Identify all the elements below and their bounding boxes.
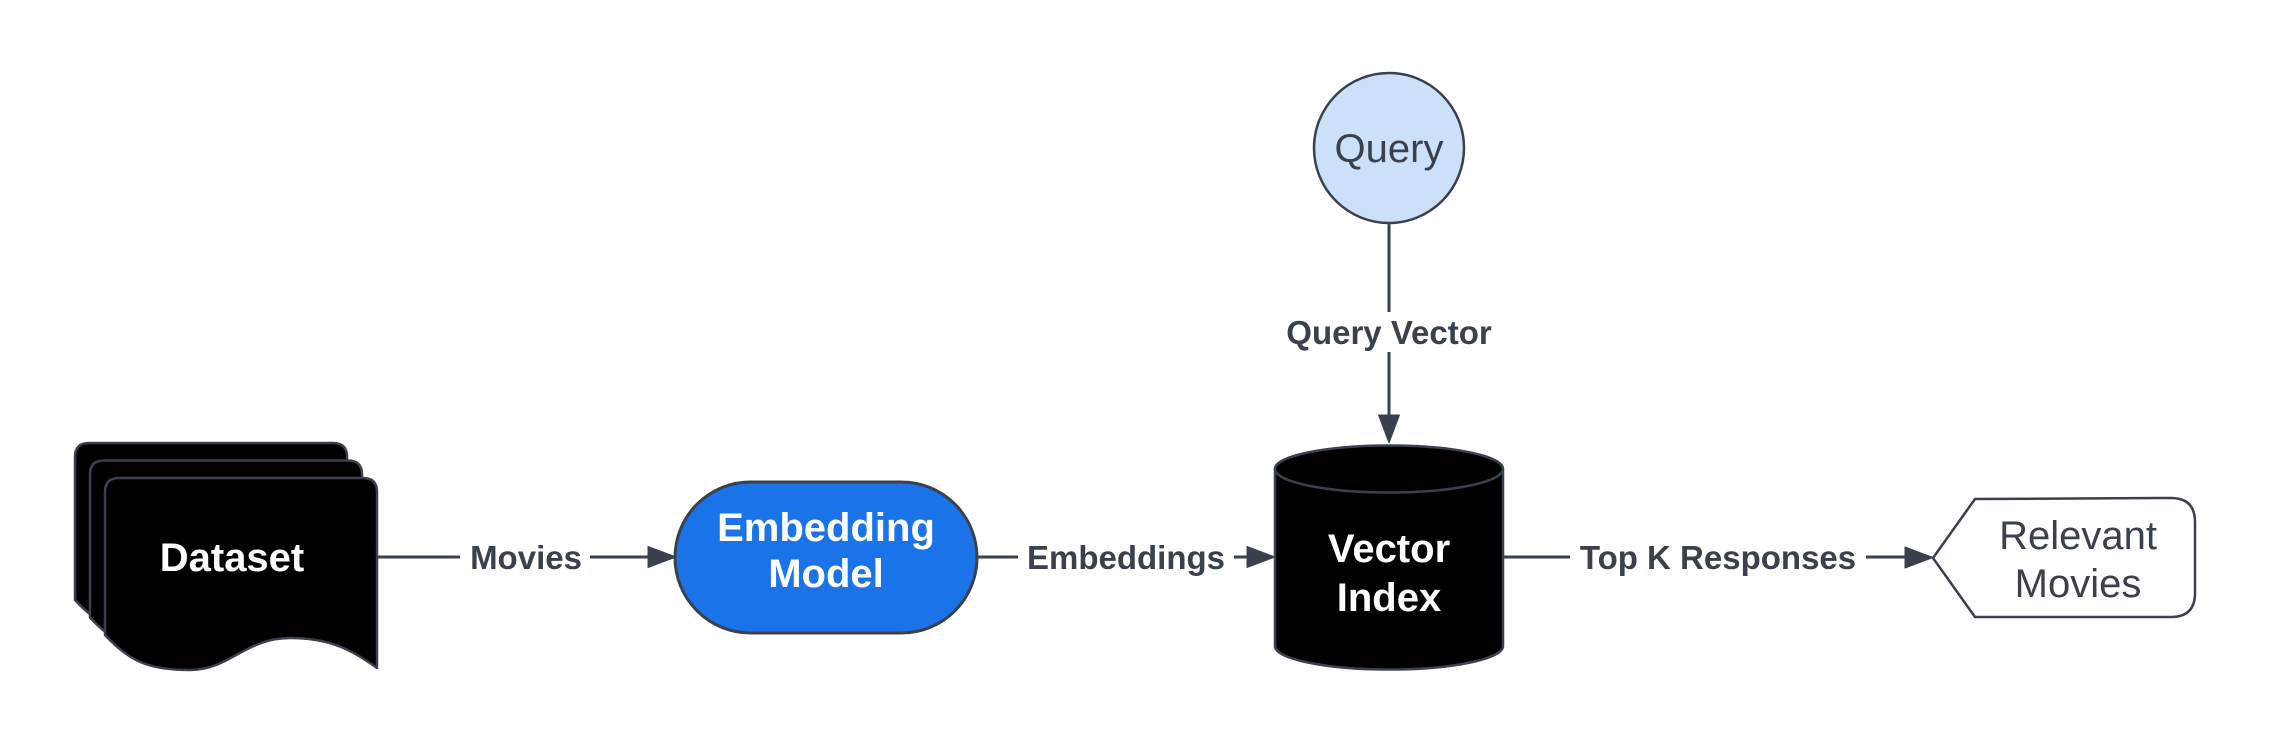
embedding-model-label-line2: Model [768, 552, 884, 596]
embedding-model-node: Embedding Model [673, 480, 979, 635]
movies-arrowhead-icon [647, 546, 677, 568]
relevant-movies-node: Relevant Movies [1931, 496, 2197, 619]
top-k-arrowhead-icon [1904, 546, 1934, 569]
query-node: Query [1312, 71, 1466, 225]
diagram-root: Dataset Movies Embedding Model Embedding… [73, 71, 2197, 672]
embeddings-edge-label: Embeddings [1027, 539, 1225, 576]
vector-index-cylinder-top-rim [1273, 468, 1505, 494]
vector-index-node: Vector Index [1273, 444, 1505, 671]
query-vector-arrowhead-icon [1378, 414, 1400, 444]
dataset-doc-front [103, 476, 379, 672]
movies-edge: Movies [377, 539, 677, 576]
query-vector-edge: Query Vector [1286, 223, 1492, 444]
vector-index-cylinder-body [1273, 444, 1505, 671]
embedding-model-label-line1: Embedding [717, 506, 935, 550]
relevant-movies-shape [1931, 496, 2197, 619]
relevant-movies-label-line2: Movies [2015, 562, 2142, 606]
dataset-label: Dataset [160, 536, 305, 580]
top-k-edge: Top K Responses [1503, 539, 1934, 576]
embeddings-edge: Embeddings [977, 539, 1276, 576]
vector-index-label-line1: Vector [1328, 527, 1450, 571]
top-k-edge-label: Top K Responses [1580, 539, 1856, 576]
dataset-node: Dataset [73, 441, 379, 672]
embeddings-arrowhead-icon [1246, 546, 1276, 568]
relevant-movies-label-line1: Relevant [1999, 514, 2157, 558]
movies-edge-label: Movies [470, 539, 582, 576]
vector-index-label-line2: Index [1337, 576, 1441, 620]
query-label: Query [1335, 127, 1444, 171]
query-vector-edge-label: Query Vector [1286, 314, 1492, 351]
